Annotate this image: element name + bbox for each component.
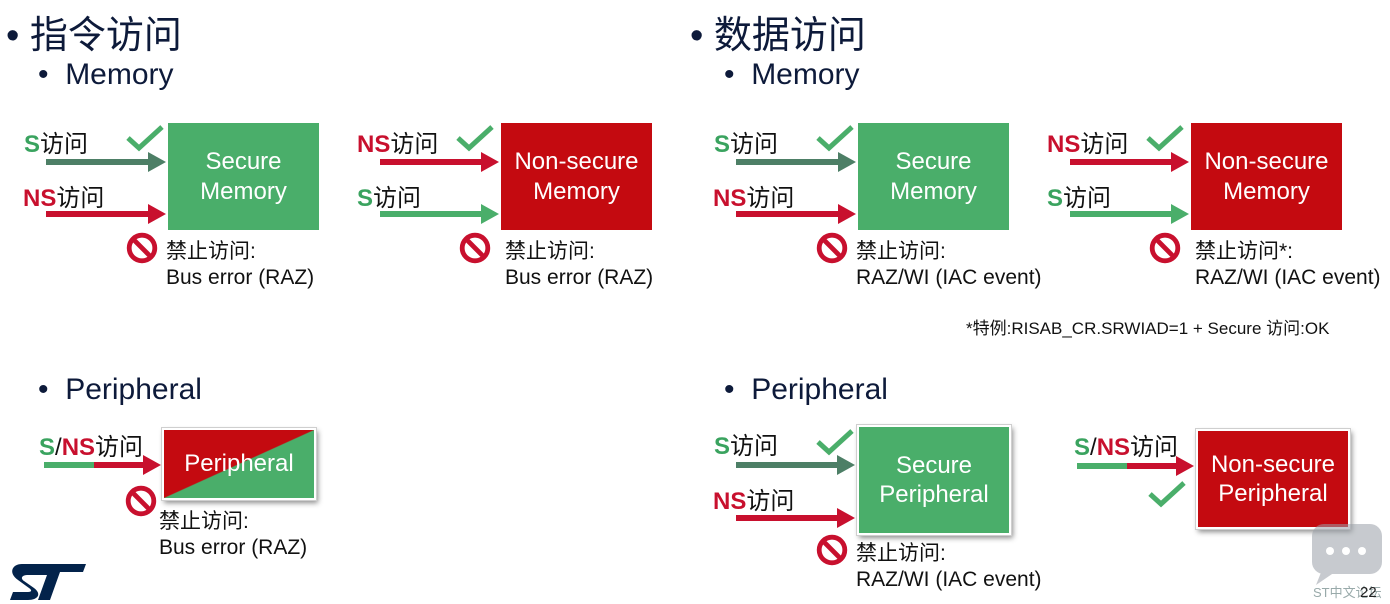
right-memory-heading: • Memory bbox=[724, 58, 860, 91]
arrow-denied bbox=[736, 508, 855, 528]
right-nonsecure-deny-label: S访问 bbox=[1047, 185, 1112, 212]
right-nonsecure-allow-label: NS访问 bbox=[1047, 131, 1129, 158]
bullet-dot: • bbox=[724, 58, 752, 91]
left-peripheral-label: S/NS访问 bbox=[39, 434, 144, 461]
arrow-denied bbox=[380, 204, 499, 224]
chat-bubble-icon bbox=[1312, 524, 1382, 585]
right-secure-periph-deny-label: NS访问 bbox=[713, 488, 795, 515]
arrow-allowed bbox=[46, 152, 166, 172]
right-nonsecure-memory-box: Non-secure Memory bbox=[1191, 123, 1342, 230]
checkmark-icon bbox=[458, 127, 492, 148]
left-memory-heading: • Memory bbox=[38, 58, 174, 91]
left-nonsecure-memory-box: Non-secure Memory bbox=[501, 123, 652, 230]
st-logo-icon bbox=[10, 564, 86, 600]
right-peripheral-heading: • Peripheral bbox=[724, 373, 888, 406]
left-peripheral-box: Peripheral bbox=[161, 427, 317, 501]
arrow-split bbox=[44, 455, 161, 475]
checkmark-icon bbox=[818, 431, 852, 452]
right-secure-deny-text: 禁止访问: RAZ/WI (IAC event) bbox=[856, 240, 1042, 290]
right-secure-periph-allow-label: S访问 bbox=[714, 433, 779, 460]
left-secure-allow-label: S访问 bbox=[24, 131, 89, 158]
bullet-dot: • bbox=[6, 15, 30, 57]
no-entry-icon bbox=[462, 235, 488, 261]
right-main-heading: • 数据访问 bbox=[690, 4, 866, 59]
page-number: 22 bbox=[1360, 584, 1377, 601]
no-entry-icon bbox=[819, 235, 845, 261]
bullet-dot: • bbox=[724, 373, 752, 406]
no-entry-icon bbox=[129, 235, 155, 261]
arrow-denied bbox=[1070, 204, 1189, 224]
right-title: 数据访问 bbox=[713, 15, 866, 57]
right-secure-peripheral-box: Secure Peripheral bbox=[856, 424, 1012, 536]
checkmark-icon bbox=[128, 127, 162, 148]
left-main-heading: • 指令访问 bbox=[6, 4, 182, 59]
arrow-allowed bbox=[736, 152, 856, 172]
checkmark-icon bbox=[818, 127, 852, 148]
checkmark-icon bbox=[1150, 483, 1184, 504]
bullet-dot: • bbox=[690, 15, 714, 57]
left-peripheral-heading: • Peripheral bbox=[38, 373, 202, 406]
watermark-text: ST中文论坛 bbox=[1313, 585, 1382, 600]
right-secure-memory-box: Secure Memory bbox=[858, 123, 1009, 230]
left-title: 指令访问 bbox=[29, 15, 182, 57]
bullet-dot: • bbox=[38, 58, 66, 91]
left-secure-deny-text: 禁止访问: Bus error (RAZ) bbox=[166, 240, 315, 290]
bullet-dot: • bbox=[38, 373, 66, 406]
arrow-denied bbox=[46, 204, 166, 224]
left-secure-memory-box: Secure Memory bbox=[168, 123, 319, 230]
no-entry-icon bbox=[128, 488, 154, 514]
right-secure-periph-deny-text: 禁止访问: RAZ/WI (IAC event) bbox=[856, 542, 1042, 592]
left-nonsecure-allow-label: NS访问 bbox=[357, 131, 439, 158]
no-entry-icon bbox=[1152, 235, 1178, 261]
arrow-split bbox=[1077, 456, 1194, 476]
right-secure-allow-label: S访问 bbox=[714, 131, 779, 158]
arrow-allowed bbox=[736, 455, 855, 475]
right-nonsecure-periph-label: S/NS访问 bbox=[1074, 434, 1179, 461]
arrow-allowed bbox=[380, 152, 499, 172]
left-nonsecure-deny-text: 禁止访问: Bus error (RAZ) bbox=[505, 240, 654, 290]
left-nonsecure-deny-label: S访问 bbox=[357, 185, 422, 212]
checkmark-icon bbox=[1148, 127, 1182, 148]
arrow-allowed bbox=[1070, 152, 1189, 172]
left-secure-deny-label: NS访问 bbox=[23, 185, 105, 212]
no-entry-icon bbox=[819, 537, 845, 563]
arrow-denied bbox=[736, 204, 856, 224]
footnote: *特例:RISAB_CR.SRWIAD=1 + Secure 访问:OK bbox=[966, 319, 1330, 338]
right-secure-deny-label: NS访问 bbox=[713, 185, 795, 212]
left-peripheral-deny-text: 禁止访问: Bus error (RAZ) bbox=[159, 510, 308, 560]
right-nonsecure-peripheral-box: Non-secure Peripheral bbox=[1195, 428, 1351, 530]
right-nonsecure-deny-text: 禁止访问*: RAZ/WI (IAC event) bbox=[1195, 240, 1381, 290]
